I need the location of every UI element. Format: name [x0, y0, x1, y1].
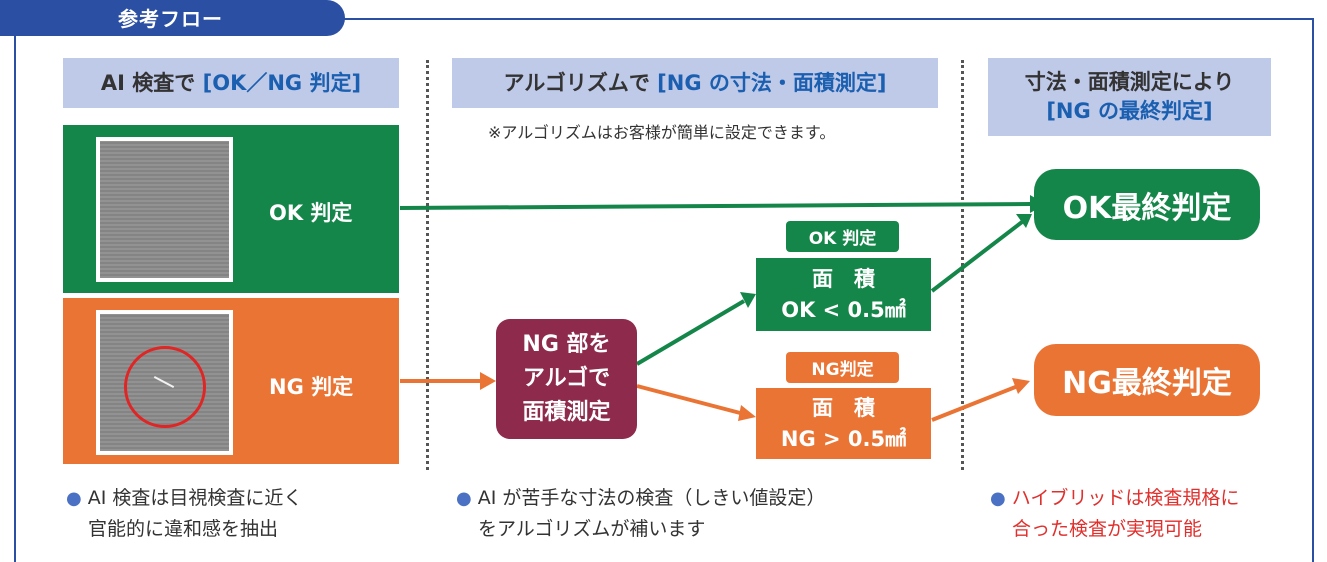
ok-sample-image — [96, 137, 233, 282]
ng-measure-line2: アルゴで — [522, 366, 611, 391]
bullet-algo-line2: をアルゴリズムが補います — [478, 518, 706, 540]
section-title: 参考フロー — [118, 7, 223, 31]
ok-final-label: OK最終判定 — [1062, 190, 1232, 226]
ok-area-line2: OK < 0.5㎟ — [781, 297, 906, 322]
arrow-okarea-to-final — [930, 220, 1024, 293]
column-divider-2 — [961, 60, 964, 470]
arrow-ok-to-final — [399, 202, 1031, 210]
ng-measure-line3: 面積測定 — [522, 400, 611, 425]
arrowhead-measure-ok — [740, 292, 756, 308]
ng-measure-line1: NG 部を — [522, 332, 611, 357]
defect-circle — [124, 346, 206, 428]
ok-panel-label: OK 判定 — [269, 201, 353, 225]
bullet-algorithm: ●AI が苦手な寸法の検査（しきい値設定） をアルゴリズムが補います — [456, 483, 825, 544]
arrowhead-measure-ng — [738, 405, 756, 421]
ng-area-line2: NG > 0.5㎟ — [780, 426, 907, 451]
bullet-algo-line1: AI が苦手な寸法の検査（しきい値設定） — [477, 487, 826, 509]
column-header-ai: AI 検査で [OK／NG 判定] — [63, 58, 399, 108]
column-divider-1 — [426, 60, 429, 470]
diagram-frame — [14, 18, 1314, 562]
ng-area-line1: 面 積 — [812, 395, 875, 420]
column-header-final: 寸法・面積測定により [NG の最終判定] — [988, 58, 1271, 136]
bullet-ai-line2: 官能的に違和感を抽出 — [88, 518, 279, 540]
arrowhead-ngarea-final — [1012, 378, 1030, 394]
column-header-algorithm: アルゴリズムで [NG の寸法・面積測定] — [452, 58, 938, 108]
header-final-bracket: [NG の最終判定] — [1046, 99, 1213, 123]
header-final-line1: 寸法・面積測定により — [1024, 70, 1235, 94]
ng-final-box: NG最終判定 — [1034, 344, 1260, 416]
ok-panel: OK 判定 — [63, 125, 399, 293]
bullet-dot-icon: ● — [66, 488, 82, 509]
ng-measure-box: NG 部を アルゴで 面積測定 — [496, 319, 637, 439]
ng-judgement-pill: NG判定 — [786, 352, 899, 383]
ng-area-box: 面 積 NG > 0.5㎟ — [756, 388, 931, 459]
ng-sample-image — [96, 310, 233, 455]
bullet-ai-line1: AI 検査は目視検査に近く — [87, 487, 303, 509]
arrowhead-ng-measure — [480, 372, 496, 390]
ok-judgement-pill: OK 判定 — [786, 221, 899, 252]
ok-area-line1: 面 積 — [812, 266, 875, 291]
bullet-hybrid: ●ハイブリッドは検査規格に 合った検査が実現可能 — [990, 483, 1239, 544]
section-tab: 参考フロー — [0, 0, 345, 36]
header-ai-text: AI 検査で — [100, 70, 196, 95]
arrow-measure-to-ok — [635, 299, 746, 366]
bullet-dot-icon: ● — [990, 488, 1006, 509]
ng-pill-label: NG判定 — [811, 360, 874, 380]
ok-area-box: 面 積 OK < 0.5㎟ — [756, 258, 931, 331]
bullet-hybrid-line1: ハイブリッドは検査規格に — [1011, 487, 1240, 509]
ng-panel: NG 判定 — [63, 298, 399, 464]
ng-final-label: NG最終判定 — [1062, 366, 1232, 401]
bullet-ai: ●AI 検査は目視検査に近く 官能的に違和感を抽出 — [66, 483, 302, 544]
header-algo-text: アルゴリズムで — [503, 70, 650, 95]
arrow-measure-to-ng — [636, 384, 745, 416]
arrow-ngarea-to-final — [931, 384, 1019, 422]
ok-final-box: OK最終判定 — [1034, 169, 1260, 240]
header-ai-bracket: [OK／NG 判定] — [202, 70, 362, 95]
algorithm-note: ※アルゴリズムはお客様が簡単に設定できます。 — [488, 123, 836, 142]
bullet-hybrid-line2: 合った検査が実現可能 — [1012, 518, 1203, 540]
ok-pill-label: OK 判定 — [808, 229, 877, 249]
bullet-dot-icon: ● — [456, 488, 472, 509]
header-algo-bracket: [NG の寸法・面積測定] — [657, 70, 887, 95]
ng-panel-label: NG 判定 — [269, 375, 354, 399]
arrowhead-okarea-final — [1016, 214, 1032, 228]
